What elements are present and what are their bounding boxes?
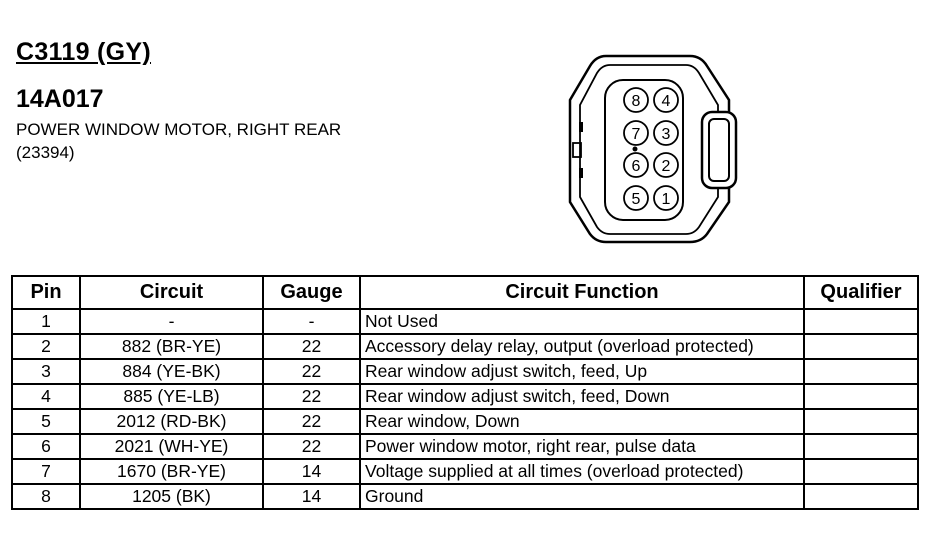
pin-number-label: 3 xyxy=(662,126,671,143)
circuit-cell: 885 (YE-LB) xyxy=(79,383,264,410)
qualifier-cell xyxy=(803,483,919,510)
circuit-cell: 2012 (RD-BK) xyxy=(79,408,264,435)
circuit-cell: 884 (YE-BK) xyxy=(79,358,264,385)
pin-number-label: 7 xyxy=(632,126,641,143)
pin-cell: 8 xyxy=(11,483,81,510)
pinout-table: Pin Circuit Gauge Circuit Function Quali… xyxy=(11,275,919,510)
gauge-cell: 22 xyxy=(262,408,361,435)
circuit-cell: 1205 (BK) xyxy=(79,483,264,510)
function-cell: Not Used xyxy=(359,308,805,335)
locking-latch-inner xyxy=(708,118,730,182)
qualifier-cell xyxy=(803,333,919,360)
gauge-cell: 14 xyxy=(262,483,361,510)
qualifier-cell xyxy=(803,433,919,460)
function-cell: Accessory delay relay, output (overload … xyxy=(359,333,805,360)
pin-cell: 7 xyxy=(11,458,81,485)
function-cell: Rear window adjust switch, feed, Up xyxy=(359,358,805,385)
pin-cavity xyxy=(623,120,649,146)
circuit-cell: 882 (BR-YE) xyxy=(79,333,264,360)
connector-id-heading: C3119 (GY) xyxy=(16,38,152,66)
qualifier-cell xyxy=(803,308,919,335)
gauge-cell: 22 xyxy=(262,383,361,410)
pin-cavity xyxy=(623,152,649,178)
pin-number-label: 4 xyxy=(662,93,671,110)
header-pin: Pin xyxy=(11,275,81,310)
pin-number-label: 6 xyxy=(632,158,641,175)
circuit-cell: - xyxy=(79,308,264,335)
pin-cavity xyxy=(653,185,679,211)
gauge-cell: 14 xyxy=(262,458,361,485)
circuit-cell: 1670 (BR-YE) xyxy=(79,458,264,485)
polarizing-key xyxy=(579,168,583,178)
gauge-cell: 22 xyxy=(262,333,361,360)
gauge-cell: 22 xyxy=(262,433,361,460)
polarizing-key xyxy=(579,122,583,132)
pin-cavity xyxy=(653,152,679,178)
locking-latch xyxy=(700,110,738,190)
circuit-cell: 2021 (WH-YE) xyxy=(79,433,264,460)
key-dot xyxy=(632,146,638,152)
header-qualifier: Qualifier xyxy=(803,275,919,310)
pin-number-label: 1 xyxy=(662,191,671,208)
pin-number-label: 5 xyxy=(632,191,641,208)
pin-number-label: 2 xyxy=(662,158,671,175)
qualifier-cell xyxy=(803,408,919,435)
header-circuit-function: Circuit Function xyxy=(359,275,805,310)
connector-face-drawing: 8 7 6 5 4 3 2 1 xyxy=(568,54,738,244)
polarizing-key xyxy=(572,142,582,158)
function-cell: Rear window, Down xyxy=(359,408,805,435)
header-circuit: Circuit xyxy=(79,275,264,310)
function-cell: Voltage supplied at all times (overload … xyxy=(359,458,805,485)
header-gauge: Gauge xyxy=(262,275,361,310)
pin-cavity xyxy=(653,87,679,113)
pin-number-label: 8 xyxy=(632,93,641,110)
pin-cell: 6 xyxy=(11,433,81,460)
qualifier-cell xyxy=(803,458,919,485)
connector-inner-wall xyxy=(579,64,719,235)
function-cell: Power window motor, right rear, pulse da… xyxy=(359,433,805,460)
pin-cell: 5 xyxy=(11,408,81,435)
pin-cavity xyxy=(623,87,649,113)
pin-cell: 4 xyxy=(11,383,81,410)
qualifier-cell xyxy=(803,383,919,410)
gauge-cell: 22 xyxy=(262,358,361,385)
table-header-row: Pin Circuit Gauge Circuit Function Quali… xyxy=(11,275,919,310)
gauge-cell: - xyxy=(262,308,361,335)
pin-cavity xyxy=(653,120,679,146)
pin-cavity-body xyxy=(604,79,684,221)
qualifier-cell xyxy=(803,358,919,385)
pin-cell: 1 xyxy=(11,308,81,335)
pin-cell: 2 xyxy=(11,333,81,360)
function-cell: Rear window adjust switch, feed, Down xyxy=(359,383,805,410)
part-number: 14A017 xyxy=(16,85,104,113)
function-cell: Ground xyxy=(359,483,805,510)
component-description: POWER WINDOW MOTOR, RIGHT REAR (23394) xyxy=(16,120,342,162)
pin-cell: 3 xyxy=(11,358,81,385)
connector-outer-housing xyxy=(568,54,731,244)
table-row: 1--Not Used xyxy=(11,308,919,335)
pin-cavity xyxy=(623,185,649,211)
